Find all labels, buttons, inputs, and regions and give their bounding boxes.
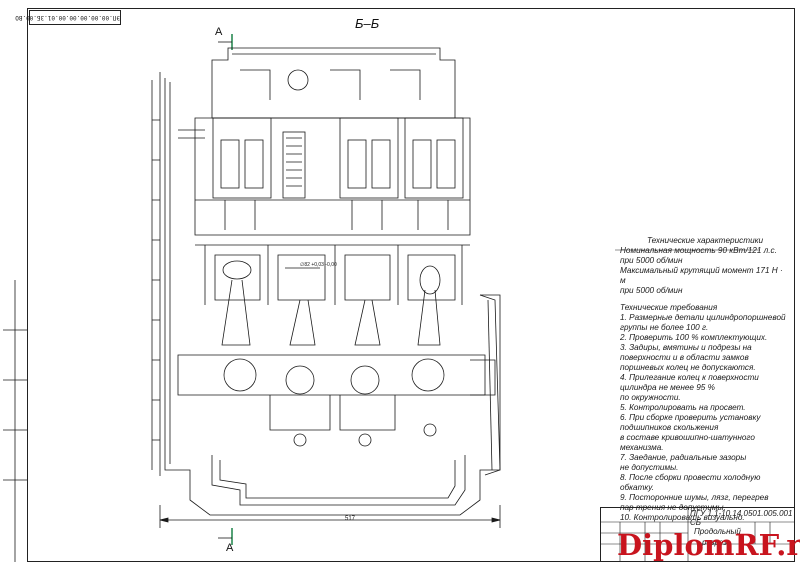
characteristics-title: Технические характеристики	[646, 236, 764, 245]
requirement-line: по окружности.	[620, 393, 681, 402]
flywheel	[470, 294, 501, 476]
requirement-line: 10. Контролировать визуально.	[620, 513, 745, 522]
bore-dimension-value: ∅82	[300, 262, 310, 268]
requirement-line: обкатку.	[620, 483, 655, 492]
title-block	[600, 507, 795, 562]
watermark-logo: DiplomRF.ru	[617, 528, 800, 562]
requirement-line: цилиндра не менее 95 %	[620, 383, 715, 392]
requirement-line: 1. Размерные детали цилиндропоршневой	[620, 313, 786, 322]
crankshaft	[177, 354, 486, 447]
requirement-line: 4. Прилегание колец к поверхности	[620, 373, 759, 382]
section-title: Б–Б	[355, 16, 380, 31]
overall-dimension-value: 517	[345, 516, 356, 522]
requirement-line: в составе кривошипно-шатунного	[620, 433, 755, 442]
cut-label-bottom: А	[226, 542, 234, 554]
valve-assemblies	[212, 117, 464, 230]
timing-cover	[151, 80, 205, 470]
requirements-title: Технические требования	[620, 303, 718, 312]
bore-tolerance: +0,03 -0,00	[311, 262, 337, 268]
title-block-name-2: разрез	[702, 538, 727, 547]
requirement-line: 5. Контролировать на просвет.	[620, 403, 746, 412]
left-strip-cells	[3, 280, 27, 562]
characteristics-line: Номинальная мощность 90 кВт/121 л.с.	[620, 246, 777, 255]
requirement-line: поверхности и в области замков	[620, 353, 749, 362]
left-signature-strip	[3, 280, 28, 562]
requirement-line: подшипников скольжения	[620, 423, 719, 432]
connecting-rods	[221, 279, 441, 346]
requirement-line: поршневых колец не допускаются.	[620, 363, 756, 372]
requirement-line: 9. Посторонние шумы, лязг, перегрев	[620, 493, 769, 502]
requirement-line: 7. Заедание, радиальные зазоры	[620, 453, 747, 462]
title-block-code: ПГУ 1.1-10.14.0501.005.001 СБ	[690, 509, 793, 527]
characteristics-line: при 5000 об/мин	[620, 286, 683, 295]
title-block-name-1: Продольный	[694, 527, 741, 536]
requirement-line: 8. После сборки провести холодную	[620, 473, 761, 482]
cut-label-top: А	[215, 26, 223, 38]
technical-notes: Технические характеристики Номинальная м…	[620, 236, 790, 523]
requirement-line: механизма.	[620, 443, 664, 452]
oil-sump	[211, 455, 466, 506]
requirement-line: 3. Задиры, вмятины и подрезы на	[620, 343, 752, 352]
requirement-line: не допустимы.	[620, 463, 679, 472]
title-block-grid	[600, 507, 795, 562]
characteristics-line: Максимальный крутящий момент 171 Н · м	[620, 266, 783, 285]
requirement-line: группы не более 100 г.	[620, 323, 709, 332]
characteristics-line: при 5000 об/мин	[620, 256, 683, 265]
cylinder-block	[204, 245, 463, 305]
overall-dimension-line	[159, 505, 501, 528]
requirement-line: 2. Проверить 100 % комплектующих.	[620, 333, 768, 342]
requirement-line: 6. При сборке проверить установку	[620, 413, 761, 422]
bore-dimension: ∅82 +0,03 -0,00	[300, 262, 337, 268]
